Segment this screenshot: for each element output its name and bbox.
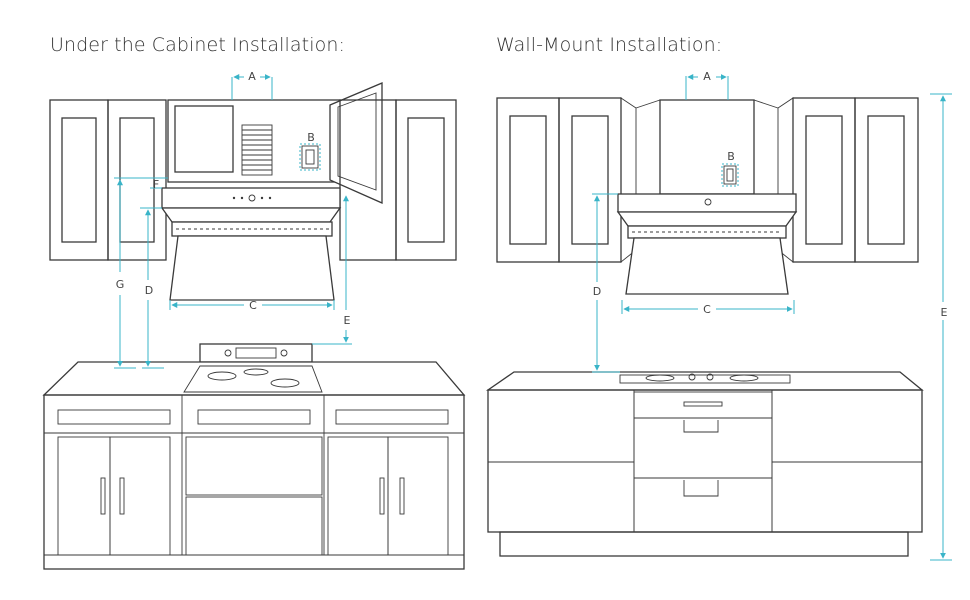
label-e-right: E [941,306,948,319]
open-cabinet-door [329,82,383,204]
hood-chimney [635,99,779,195]
left-upper-cabinet [49,99,167,261]
label-d-right: D [593,285,601,298]
wall-mount-title: Wall-Mount Installation: [496,34,723,56]
cooktop-control-panel [199,343,313,363]
wall-right-cabinets [777,97,919,263]
label-g-left: G [116,278,125,291]
dimension-lines-right [592,74,952,561]
range-hood-left [160,187,342,301]
right-upper-cabinet [339,99,457,261]
wall-left-cabinets [496,97,637,263]
power-outlet-icon [301,145,319,169]
power-outlet-icon [723,165,737,185]
label-a-right: A [703,70,711,83]
wall-counter [485,371,924,557]
range-hood-right [616,193,798,295]
label-c-left: C [249,299,257,312]
label-e-left: E [344,314,351,327]
label-d-left: D [145,284,153,297]
label-b-left: B [307,131,315,144]
label-f-left: F [153,178,159,191]
under-cabinet-illustration: A B F G D C E [42,70,466,570]
label-a-left: A [248,70,256,83]
dimension-lines-left [114,74,352,369]
label-c-right: C [703,303,711,316]
wall-mount-illustration: A B D C E [485,70,952,561]
label-b-right: B [727,150,735,163]
island-counter-left [42,361,466,570]
under-cabinet-title: Under the Cabinet Installation: [50,34,345,56]
